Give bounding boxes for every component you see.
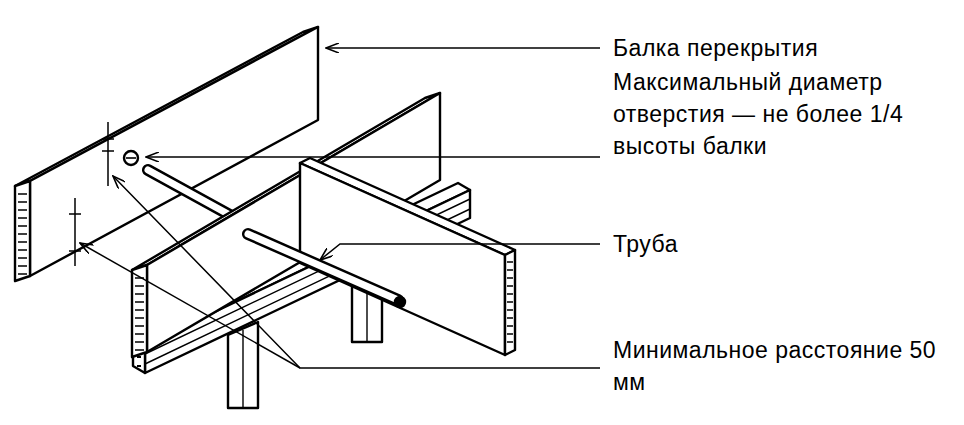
pipe-end (395, 297, 405, 307)
end-grain (135, 278, 144, 350)
callout-label: Минимальное расстояние 50 мм (613, 334, 953, 398)
dimension-line (69, 198, 81, 266)
leader-line (113, 176, 600, 368)
hole (124, 151, 138, 165)
joist-end (132, 265, 147, 357)
leader-line (146, 156, 600, 158)
leader-line (326, 47, 600, 49)
dimension-line (102, 122, 114, 186)
callout-label: Максимальный диаметр отверстия — не боле… (613, 66, 953, 162)
end-grain (18, 194, 27, 274)
joist-end (15, 181, 30, 281)
callout-label: Балка перекрытия (613, 32, 953, 64)
post-edge (242, 330, 243, 408)
joist-face (300, 163, 505, 355)
drawing (15, 27, 515, 408)
end-grain (507, 262, 513, 342)
leader-line (320, 244, 600, 260)
joist-end (505, 250, 515, 355)
leader-line (80, 243, 300, 368)
leader-lines (80, 48, 600, 368)
dimension-marks (69, 122, 114, 266)
callout-label: Труба (613, 228, 953, 260)
hole-mark (126, 157, 136, 159)
